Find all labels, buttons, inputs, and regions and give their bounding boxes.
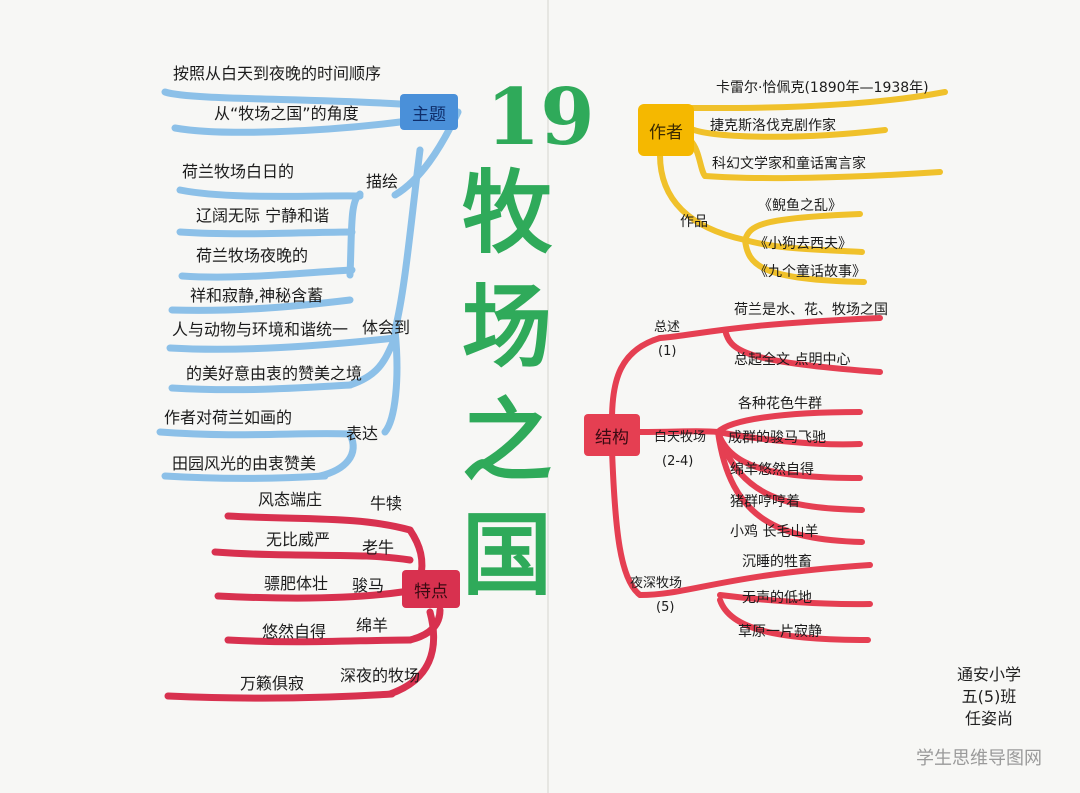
structure-section-1-item-1: 荷兰是水、花、牧场之国 (734, 302, 888, 318)
signature-class: 五(5)班 (961, 687, 1017, 706)
theme-node: 主题 (400, 94, 458, 130)
author-works-label: 作品 (680, 214, 708, 230)
author-line-1: 卡雷尔·恰佩克(1890年—1938年) (716, 80, 929, 96)
theme-line-2: 从“牧场之国”的角度 (214, 104, 359, 123)
lesson-number: 19 (486, 72, 595, 163)
author-node: 作者 (638, 104, 694, 156)
feature-row-5-right: 深夜的牧场 (340, 666, 421, 685)
structure-section-3-item-2: 无声的低地 (742, 590, 812, 606)
theme-group-label-express: 表达 (346, 424, 379, 443)
features-node: 特点 (402, 570, 460, 608)
watermark: 学生思维导图网 (916, 748, 1042, 769)
signature-block: 通安小学 五(5)班 任姿尚 (944, 664, 1034, 730)
theme-feel-line-1: 人与动物与环境和谐统一 (172, 320, 349, 339)
feature-row-4-left: 悠然自得 (262, 622, 327, 641)
feature-row-3-left: 骠肥体壮 (264, 574, 329, 593)
theme-describe-line-2: 辽阔无际 宁静和谐 (196, 206, 330, 225)
structure-section-1-item-2: 总起全文 点明中心 (734, 352, 851, 368)
title-char-4: 国 (462, 502, 552, 608)
signature-school: 通安小学 (956, 665, 1021, 684)
structure-section-3-item-1: 沉睡的牲畜 (742, 554, 812, 570)
title-char-2: 场 (462, 274, 552, 380)
structure-section-2-label: 白天牧场 (654, 430, 707, 445)
feature-row-4-right: 绵羊 (356, 616, 389, 635)
structure-section-1-label: 总述 (654, 320, 681, 335)
feature-row-1-right: 牛犊 (370, 494, 403, 513)
structure-section-1-para: (1) (658, 344, 677, 359)
theme-express-line-2: 田园风光的由衷赞美 (172, 454, 317, 473)
theme-line-1: 按照从白天到夜晚的时间顺序 (173, 64, 382, 83)
theme-describe-line-4: 祥和寂静,神秘含蓄 (190, 286, 324, 305)
structure-section-3-para: (5) (656, 600, 675, 615)
structure-section-3-label: 夜深牧场 (630, 576, 683, 591)
theme-express-line-1: 作者对荷兰如画的 (164, 408, 293, 427)
author-connectors (657, 89, 948, 285)
author-line-3: 科幻文学家和童话寓言家 (712, 156, 866, 172)
structure-section-2-item-5: 小鸡 长毛山羊 (730, 524, 819, 540)
author-work-3: 《九个童话故事》 (754, 264, 866, 280)
theme-connectors (156, 88, 462, 482)
structure-section-2-item-2: 成群的骏马飞驰 (728, 430, 826, 446)
author-line-2: 捷克斯洛伐克剧作家 (710, 118, 836, 134)
signature-name: 任姿尚 (964, 709, 1013, 728)
theme-describe-line-3: 荷兰牧场夜晚的 (196, 246, 309, 265)
structure-connectors (609, 315, 883, 643)
feature-row-2-left: 无比威严 (266, 530, 331, 549)
structure-section-2-item-1: 各种花色牛群 (738, 396, 822, 412)
title-char-3: 之 (462, 388, 552, 494)
feature-row-5-left: 万籁俱寂 (240, 674, 305, 693)
author-work-2: 《小狗去西夫》 (754, 236, 852, 252)
structure-section-2-para: (2-4) (662, 454, 694, 469)
structure-section-2-item-4: 猪群哼哼着 (730, 494, 800, 510)
feature-row-2-right: 老牛 (362, 538, 395, 557)
theme-describe-line-1: 荷兰牧场白日的 (182, 162, 295, 181)
title-char-1: 牧 (462, 160, 552, 266)
structure-node: 结构 (584, 414, 640, 456)
theme-feel-line-2: 的美好意由衷的赞美之境 (186, 364, 363, 383)
feature-row-1-left: 风态端庄 (258, 490, 323, 509)
theme-group-label-feel: 体会到 (362, 318, 411, 337)
author-work-1: 《鲵鱼之乱》 (758, 198, 842, 214)
theme-group-label-describe: 描绘 (366, 172, 399, 191)
feature-row-3-right: 骏马 (352, 576, 385, 595)
structure-section-2-item-3: 绵羊悠然自得 (730, 462, 814, 478)
structure-section-3-item-3: 草原一片寂静 (738, 624, 822, 640)
features-connectors (164, 512, 444, 702)
